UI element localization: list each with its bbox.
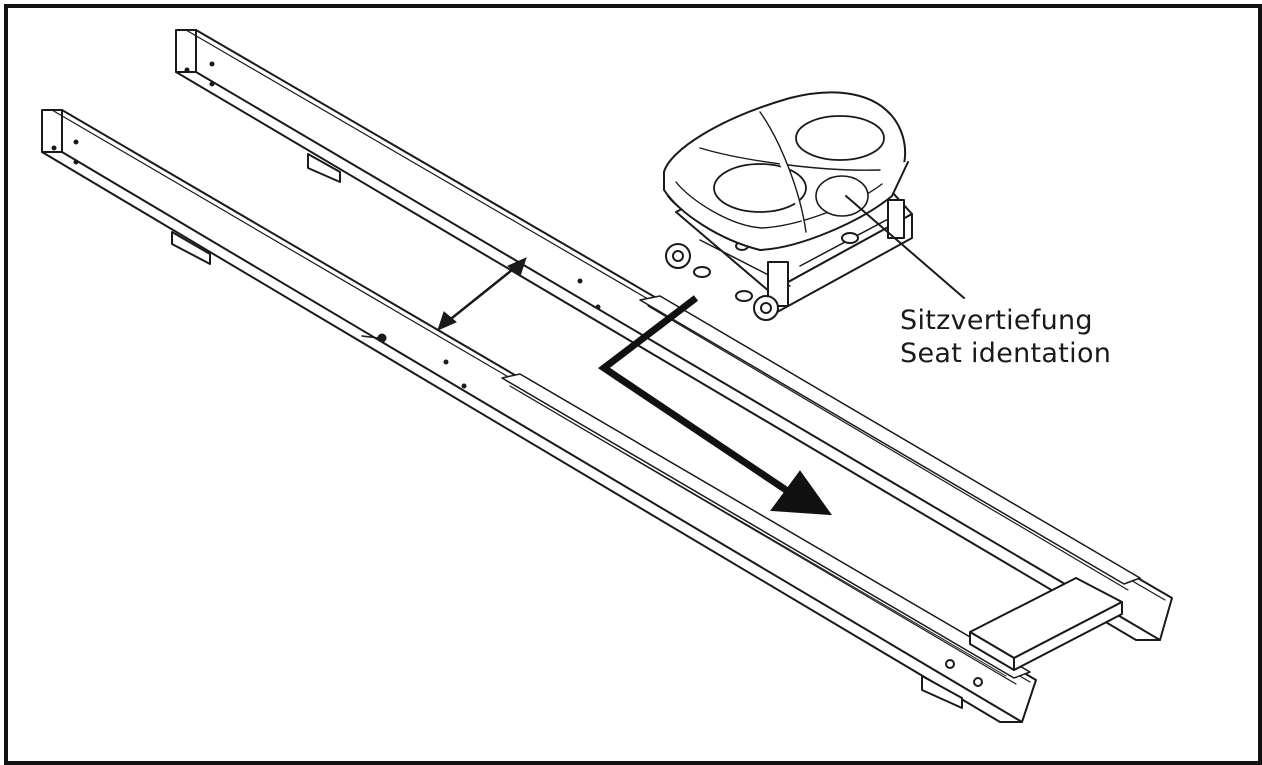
bent-direction-arrow-icon (597, 295, 833, 516)
double-headed-arrow-icon (437, 257, 527, 331)
seat-indentation-callout: Sitzvertiefung Seat identation (900, 304, 1111, 370)
callout-label-german: Sitzvertiefung (900, 305, 1093, 336)
back-rail (175, 29, 1173, 641)
seat-cushion (663, 91, 909, 251)
callout-label-english: Seat identation (900, 338, 1112, 369)
callout-leader-line (845, 195, 965, 299)
end-cross-plate (969, 577, 1123, 671)
front-rail (41, 109, 1037, 723)
